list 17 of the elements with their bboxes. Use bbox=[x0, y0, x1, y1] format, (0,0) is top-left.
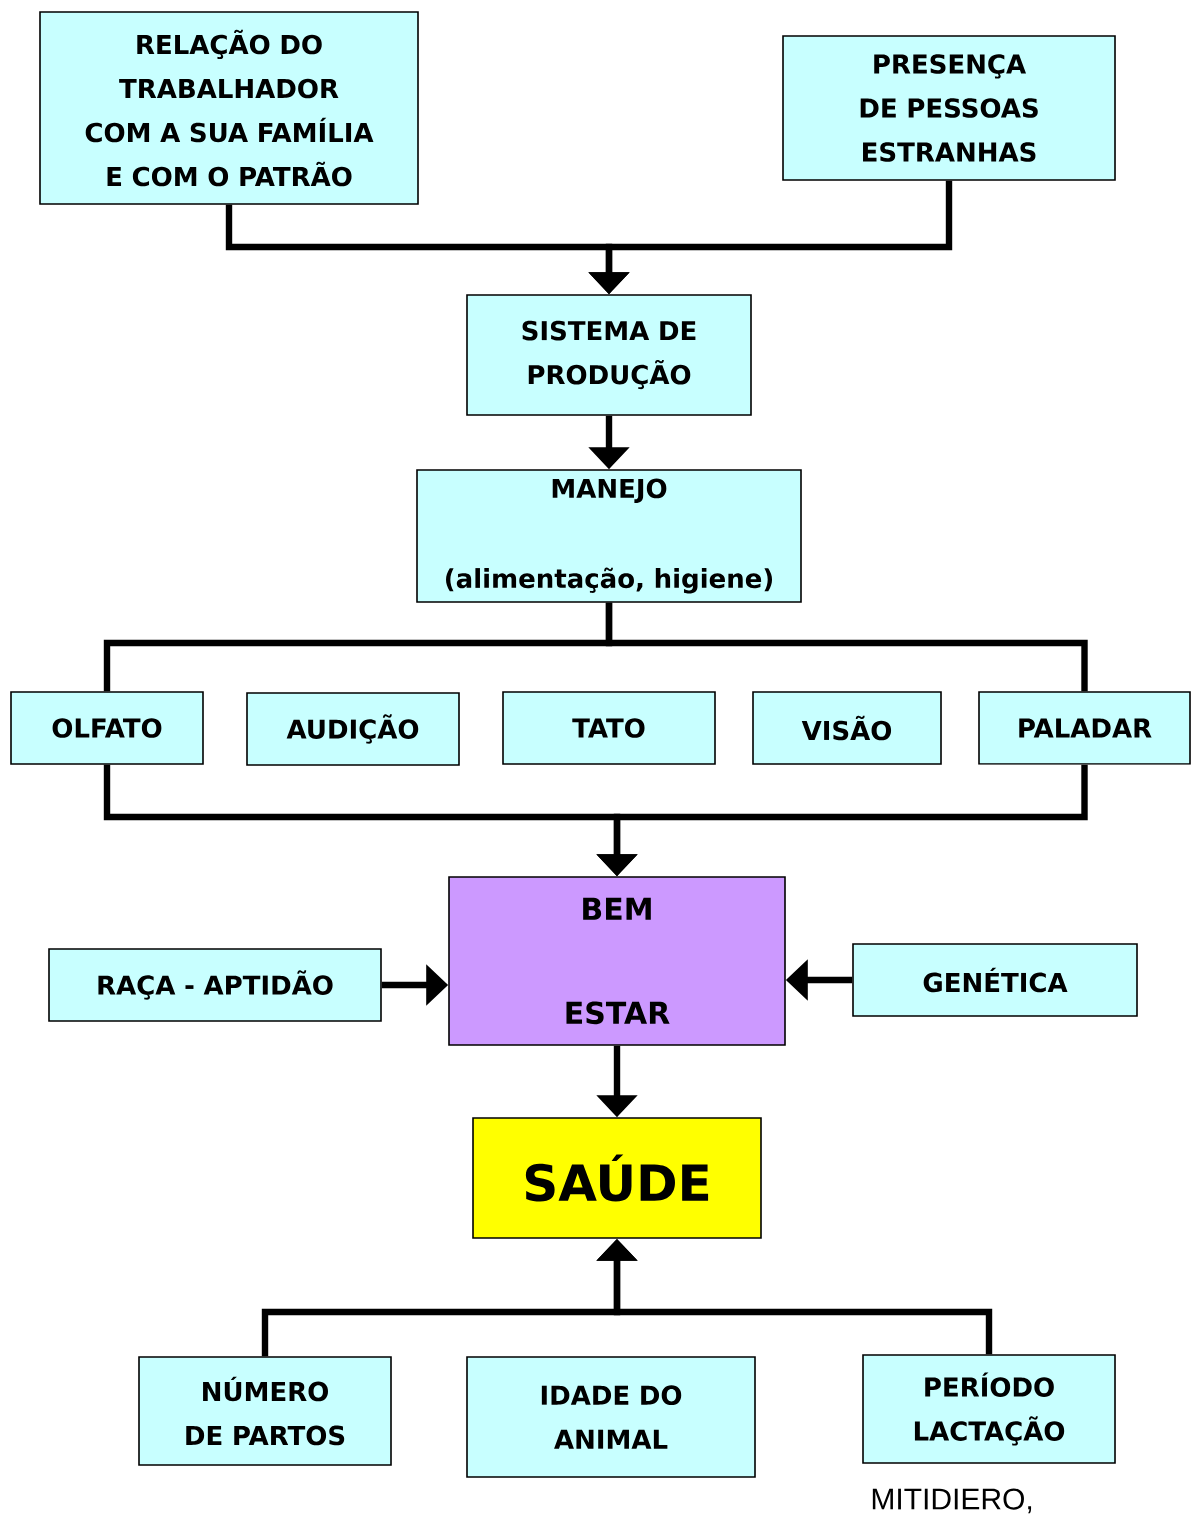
factor-box: RELAÇÃO DO TRABALHADOR COM A SUA FAMÍLIA E COM O PATRÃO bbox=[39, 11, 419, 205]
welfare-box: BEM ESTAR bbox=[448, 876, 786, 1046]
health-box: SAÚDE bbox=[472, 1117, 762, 1239]
factor-box: PERÍODO LACTAÇÃO bbox=[862, 1354, 1116, 1464]
process-box: MANEJO (alimentação, higiene) bbox=[416, 469, 802, 603]
sense-box: TATO bbox=[502, 691, 716, 765]
factor-box: GENÉTICA bbox=[852, 943, 1138, 1017]
sense-box: VISÃO bbox=[752, 691, 942, 765]
factor-box: RAÇA - APTIDÃO bbox=[48, 948, 382, 1022]
sense-box: OLFATO bbox=[10, 691, 204, 765]
sense-box: AUDIÇÃO bbox=[246, 692, 460, 766]
connector-line bbox=[605, 602, 1088, 692]
factor-box: IDADE DO ANIMAL bbox=[466, 1356, 756, 1478]
process-box: SISTEMA DE PRODUÇÃO bbox=[466, 294, 752, 416]
sense-box: PALADAR bbox=[978, 691, 1191, 765]
factor-box: PRESENÇA DE PESSOAS ESTRANHAS bbox=[782, 35, 1116, 181]
factor-box: NÚMERO DE PARTOS bbox=[138, 1356, 392, 1466]
